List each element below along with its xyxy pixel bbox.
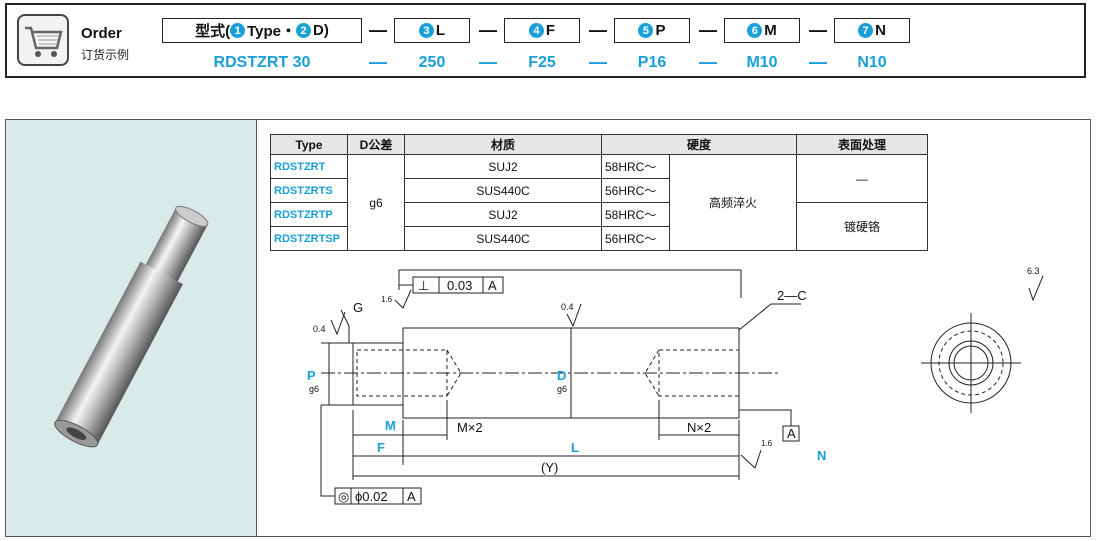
table-row: RDSTZRTSP SUS440C 56HRC～ — [270, 226, 928, 251]
roughness-label: 1.6 — [381, 295, 393, 304]
type-cell[interactable]: RDSTZRTSP — [270, 226, 348, 251]
hardness-cell: 58HRC～ — [601, 154, 670, 179]
header-tolerance: D公差 — [347, 134, 405, 155]
d-label: D — [557, 368, 566, 383]
concentricity-value: ϕ0.02 — [355, 489, 388, 504]
table-row: RDSTZRT g6 SUJ2 58HRC～ 高频淬火 — — [270, 154, 928, 251]
y-label: (Y) — [541, 460, 558, 475]
material-cell: SUS440C — [404, 226, 602, 251]
hardness-cell: 58HRC～ — [601, 202, 670, 227]
spec-dash: — — [589, 20, 607, 40]
f-label: F — [377, 440, 385, 455]
perp-symbol: ⊥ — [418, 278, 429, 293]
datum-a-label: A — [787, 426, 796, 441]
p-label: P — [307, 368, 316, 383]
roughness-label: 1.6 — [761, 439, 773, 448]
table-row: RDSTZRTP SUJ2 58HRC～ 镀硬铬 — [270, 202, 928, 251]
value-dash: — — [589, 52, 607, 72]
spec-dash: — — [479, 20, 497, 40]
surface-cell: — — [796, 154, 928, 203]
value-l: 250 — [418, 54, 446, 71]
header-type: Type — [270, 134, 348, 155]
product-photo — [54, 205, 209, 448]
value-dash: — — [699, 52, 717, 72]
order-title: Order — [81, 25, 122, 42]
roughness-label: 0.4 — [313, 324, 326, 334]
header-material: 材质 — [404, 134, 602, 155]
hardness-cell: 56HRC～ — [601, 178, 670, 203]
nx2-label: N×2 — [687, 420, 711, 435]
datum-a-ref: A — [488, 278, 497, 293]
datum-a-ref: A — [407, 489, 416, 504]
surface-cell: 镀硬铬 — [796, 202, 928, 251]
value-n: N10 — [857, 54, 887, 71]
value-type-d: RDSTZRT 30 — [213, 54, 311, 71]
material-cell: SUS440C — [404, 178, 602, 203]
d-tolerance: g6 — [557, 384, 567, 394]
concentricity-symbol: ◎ — [338, 489, 349, 504]
treatment-cell: 高频淬火 — [669, 154, 797, 251]
header-hardness: 硬度 — [601, 134, 797, 155]
material-cell: SUJ2 — [404, 154, 602, 179]
shopping-cart-icon — [17, 14, 69, 66]
spec-dash: — — [369, 20, 387, 40]
value-dash: — — [809, 52, 827, 72]
material-cell: SUJ2 — [404, 202, 602, 227]
product-panel: Type D公差 材质 硬度 表面处理 RDSTZRT g6 SUJ2 58HR… — [5, 119, 1091, 537]
product-image-pane — [6, 120, 257, 536]
l-label: L — [571, 440, 579, 455]
value-dash: — — [369, 52, 387, 72]
value-p: P16 — [637, 54, 667, 71]
value-f: F25 — [528, 54, 556, 71]
value-dash: — — [479, 52, 497, 72]
table-row: RDSTZRTS SUS440C 56HRC～ — [270, 178, 928, 203]
spec-dash: — — [809, 20, 827, 40]
spec-table: Type D公差 材质 硬度 表面处理 RDSTZRT g6 SUJ2 58HR… — [270, 134, 928, 251]
mx2-label: M×2 — [457, 420, 483, 435]
roughness-label: 0.4 — [561, 302, 574, 312]
type-cell[interactable]: RDSTZRT — [270, 154, 348, 179]
spec-dash: — — [699, 20, 717, 40]
roughness-label: 6.3 — [1027, 266, 1040, 276]
tolerance-cell: g6 — [347, 154, 405, 251]
p-tolerance: g6 — [309, 384, 319, 394]
technical-drawing: ⊥ 0.03 A 2—C G 0.4 0.4 1.6 1.6 6.3 P g6 … — [307, 266, 1044, 505]
order-subtitle: 订货示例 — [81, 48, 130, 62]
perp-value: 0.03 — [447, 278, 472, 293]
type-cell[interactable]: RDSTZRTS — [270, 178, 348, 203]
g-label: G — [353, 300, 363, 315]
m-label: M — [385, 418, 396, 433]
chamfer-label: 2—C — [777, 288, 807, 303]
type-cell[interactable]: RDSTZRTP — [270, 202, 348, 227]
header-surface: 表面处理 — [796, 134, 928, 155]
value-m: M10 — [746, 54, 778, 71]
n-label: N — [817, 448, 826, 463]
hardness-cell: 56HRC～ — [601, 226, 670, 251]
